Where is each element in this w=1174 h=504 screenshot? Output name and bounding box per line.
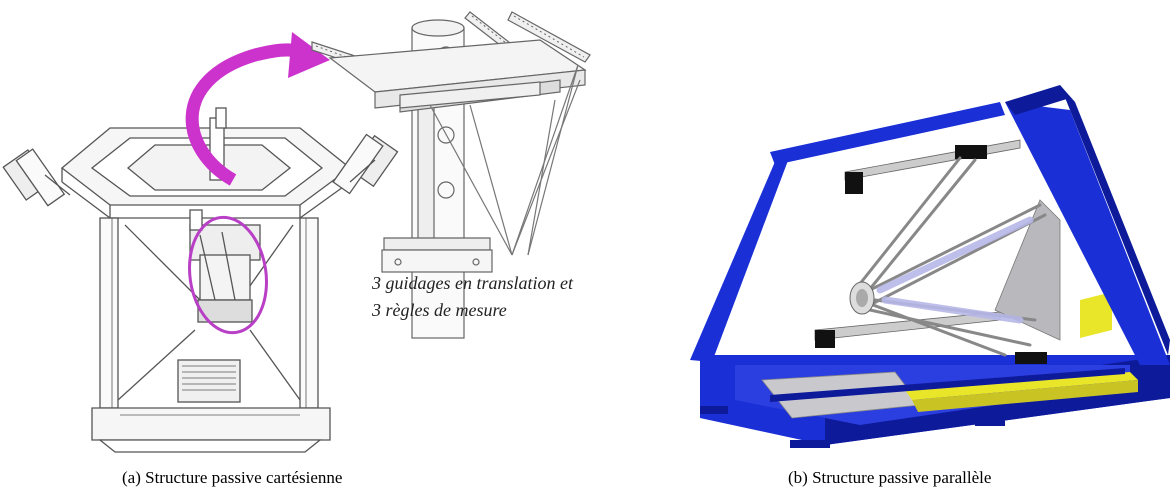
parallel-machine-drawing — [690, 85, 1170, 448]
highlight-ellipse — [188, 215, 268, 335]
magnify-arrow — [185, 32, 330, 186]
guides-annotation: 3 guidages en translation et 3 règles de… — [372, 270, 573, 324]
right-motor-arm — [332, 133, 399, 195]
caption-cartesian: (a) Structure passive cartésienne — [122, 468, 343, 487]
translation-guides-detail — [311, 11, 591, 339]
annotation-line-2: 3 règles de mesure — [372, 300, 507, 320]
caption-parallel: (b) Structure passive parallèle — [788, 468, 992, 487]
annotation-line-1: 3 guidages en translation et — [372, 273, 573, 293]
left-motor-arm — [2, 148, 71, 207]
